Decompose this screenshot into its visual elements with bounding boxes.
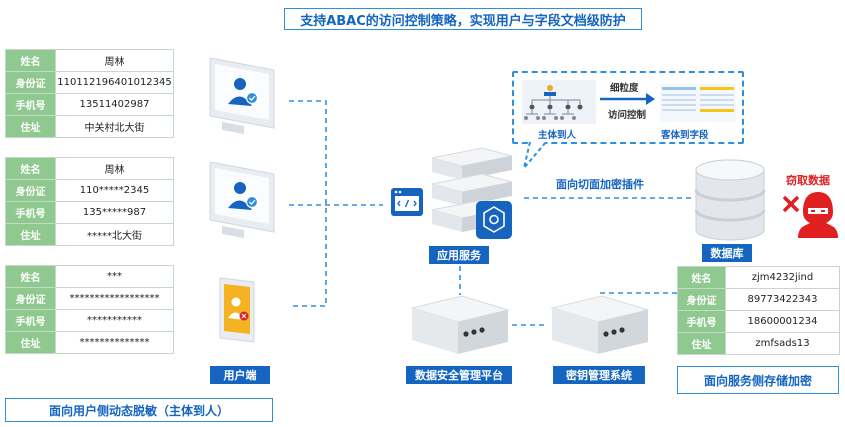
field-value: 110*****2345 xyxy=(55,179,174,202)
field-key: 住址 xyxy=(5,223,56,246)
field-value: 13511402987 xyxy=(55,93,174,116)
field-value: *****北大街 xyxy=(55,223,174,246)
table-row: 身份证****************** xyxy=(5,287,174,310)
field-key: 姓名 xyxy=(5,157,56,180)
table-row: 住址************** xyxy=(5,331,174,354)
field-key: 姓名 xyxy=(5,265,56,288)
steal-label: 窃取数据 xyxy=(786,174,830,187)
key-management-label: 密钥管理系统 xyxy=(553,366,645,384)
field-table-icon xyxy=(660,84,736,122)
callout-access-control-label: 访问控制 xyxy=(608,110,647,121)
callout-object-label: 客体到字段 xyxy=(661,130,709,141)
field-key: 手机号 xyxy=(5,309,56,332)
data-security-platform-label: 数据安全管理平台 xyxy=(406,366,512,384)
org-tree-icon xyxy=(522,80,596,124)
field-key: 住址 xyxy=(5,331,56,354)
field-key: 住址 xyxy=(5,115,56,138)
table-row: 姓名周林 xyxy=(5,49,174,72)
field-value: ****************** xyxy=(55,287,174,310)
callout-subject-label: 主体到人 xyxy=(538,130,577,141)
full-masked-table: 姓名*** 身份证****************** 手机号*********… xyxy=(5,265,174,354)
arrow-right-icon xyxy=(600,93,655,105)
monitor-user-icon xyxy=(209,161,275,238)
hacker-icon xyxy=(798,192,838,238)
field-key: 手机号 xyxy=(5,201,56,224)
field-value: ************** xyxy=(55,331,174,354)
field-value: 周林 xyxy=(55,157,174,180)
callout-fine-grained-label: 细粒度 xyxy=(610,83,639,94)
field-value: 110112196401012345 xyxy=(55,71,174,94)
database-icon xyxy=(694,159,766,241)
field-key: 手机号 xyxy=(5,93,56,116)
field-value: zmfsads13 xyxy=(725,332,840,355)
table-row: 住址中关村北大街 xyxy=(5,115,174,138)
field-value: 135*****987 xyxy=(55,201,174,224)
field-key: 姓名 xyxy=(5,49,56,72)
field-value: 周林 xyxy=(55,49,174,72)
field-key: 身份证 xyxy=(677,288,726,311)
field-value: zjm4232jind xyxy=(725,266,840,289)
server-side-caption: 面向服务侧存储加密 xyxy=(677,366,839,394)
field-key: 身份证 xyxy=(5,179,56,202)
field-key: 身份证 xyxy=(5,287,56,310)
app-service-label: 应用服务 xyxy=(429,246,489,264)
field-value: *********** xyxy=(55,309,174,332)
table-row: 姓名周林 xyxy=(5,157,174,180)
appliance-icon xyxy=(550,295,650,354)
close-icon xyxy=(782,195,800,213)
field-value: 89773422343 xyxy=(725,288,840,311)
field-key: 身份证 xyxy=(5,71,56,94)
appliance-icon xyxy=(410,295,510,354)
table-row: 住址*****北大街 xyxy=(5,223,174,246)
field-value: *** xyxy=(55,265,174,288)
database-label: 数据库 xyxy=(702,244,752,262)
field-key: 住址 xyxy=(677,332,726,355)
plugin-label: 面向切面加密插件 xyxy=(556,178,644,191)
monitor-user-icon xyxy=(209,57,275,134)
code-window-icon xyxy=(391,188,423,216)
user-side-caption: 面向用户侧动态脱敏（主体到人） xyxy=(5,398,273,422)
client-label: 用户端 xyxy=(210,366,270,384)
field-value: 中关村北大街 xyxy=(55,115,174,138)
phone-user-icon xyxy=(219,277,255,343)
field-key: 手机号 xyxy=(677,310,726,333)
page-title: 支持ABAC的访问控制策略，实现用户与字段文档级防护 xyxy=(284,8,642,30)
table-row: 姓名*** xyxy=(5,265,174,288)
field-key: 姓名 xyxy=(677,266,726,289)
callout-tail xyxy=(523,141,547,169)
field-value: 18600001234 xyxy=(725,310,840,333)
table-row: 手机号*********** xyxy=(5,309,174,332)
gear-hex-icon xyxy=(476,201,512,239)
